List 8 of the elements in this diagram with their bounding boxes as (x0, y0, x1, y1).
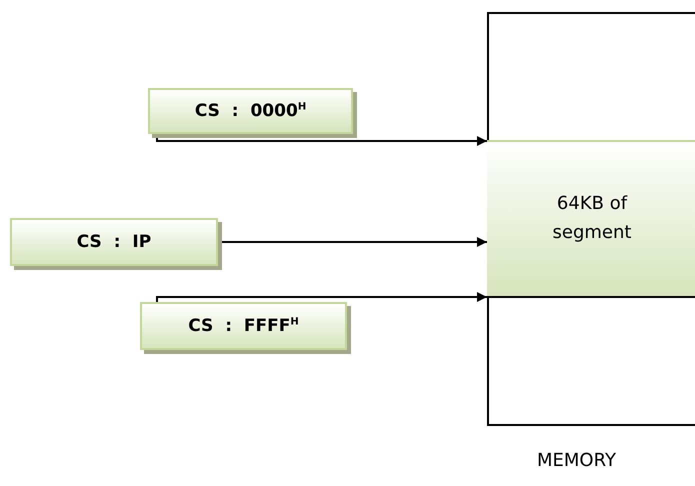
arrow (156, 134, 487, 146)
memory-caption: MEMORY (537, 450, 616, 471)
arrow (156, 292, 487, 302)
segment-block (487, 140, 695, 298)
register-label: CS : 0000$^{H}$ (194, 101, 306, 121)
register-label: CS : IP (76, 232, 152, 252)
register-label: CS : FFFF$^{H}$ (188, 316, 299, 336)
segment-label: 64KB of segment (552, 192, 632, 245)
